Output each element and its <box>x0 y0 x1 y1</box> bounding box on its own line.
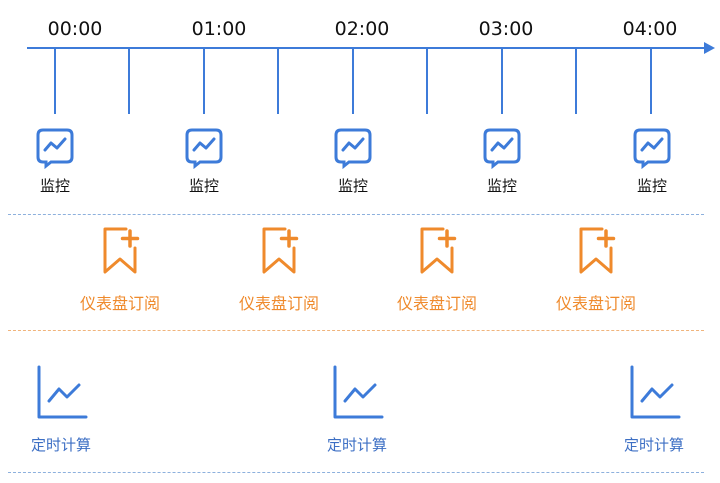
row-separator <box>8 214 704 215</box>
monitor-job: 监控 <box>25 125 85 196</box>
timeline-tick <box>575 48 577 114</box>
bookmark-plus-icon <box>262 227 299 274</box>
line-chart-square-icon <box>185 128 223 169</box>
line-chart-axis-icon <box>333 365 384 419</box>
timeline-tick <box>426 48 428 114</box>
time-label: 04:00 <box>622 18 678 40</box>
time-label: 03:00 <box>478 18 534 40</box>
dashboard-subscription-job: 仪表盘订阅 <box>541 226 651 314</box>
line-chart-square-icon <box>483 128 521 169</box>
axis-arrow-icon <box>704 42 715 54</box>
dashboard-subscription-job: 仪表盘订阅 <box>382 226 492 314</box>
line-chart-axis-icon <box>37 365 88 419</box>
timeline-tick <box>277 48 279 114</box>
scheduled-calc-label: 定时计算 <box>623 436 684 454</box>
timeline-axis <box>27 47 707 49</box>
monitor-label: 监控 <box>337 177 368 195</box>
scheduled-calc-label: 定时计算 <box>30 436 91 454</box>
timeline-tick <box>54 48 56 114</box>
monitor-label: 监控 <box>39 177 70 195</box>
monitor-job: 监控 <box>472 125 532 196</box>
scheduled-calculation-job: 定时计算 <box>604 364 704 455</box>
line-chart-square-icon <box>334 128 372 169</box>
line-chart-square-icon <box>633 128 671 169</box>
bookmark-plus-icon <box>579 227 616 274</box>
timeline-tick <box>650 48 652 114</box>
bookmark-plus-icon <box>103 227 140 274</box>
scheduled-calculation-job: 定时计算 <box>307 364 407 455</box>
subscription-label: 仪表盘订阅 <box>396 294 477 313</box>
timeline-tick <box>501 48 503 114</box>
row-separator <box>8 472 704 473</box>
time-label: 02:00 <box>334 18 390 40</box>
monitor-label: 监控 <box>486 177 517 195</box>
subscription-label: 仪表盘订阅 <box>79 294 160 313</box>
subscription-label: 仪表盘订阅 <box>555 294 636 313</box>
timeline-tick <box>203 48 205 114</box>
monitor-job: 监控 <box>174 125 234 196</box>
time-label: 01:00 <box>191 18 247 40</box>
line-chart-axis-icon <box>630 365 681 419</box>
monitor-job: 监控 <box>622 125 682 196</box>
scheduled-calc-label: 定时计算 <box>326 436 387 454</box>
scheduled-calculation-job: 定时计算 <box>11 364 111 455</box>
subscription-label: 仪表盘订阅 <box>238 294 319 313</box>
row-separator <box>8 330 704 331</box>
bookmark-plus-icon <box>420 227 457 274</box>
monitor-job: 监控 <box>323 125 383 196</box>
monitor-label: 监控 <box>188 177 219 195</box>
dashboard-subscription-job: 仪表盘订阅 <box>65 226 175 314</box>
monitor-label: 监控 <box>636 177 667 195</box>
timeline-tick <box>128 48 130 114</box>
line-chart-square-icon <box>36 128 74 169</box>
time-label: 00:00 <box>47 18 103 40</box>
timeline-tick <box>352 48 354 114</box>
dashboard-subscription-job: 仪表盘订阅 <box>224 226 334 314</box>
